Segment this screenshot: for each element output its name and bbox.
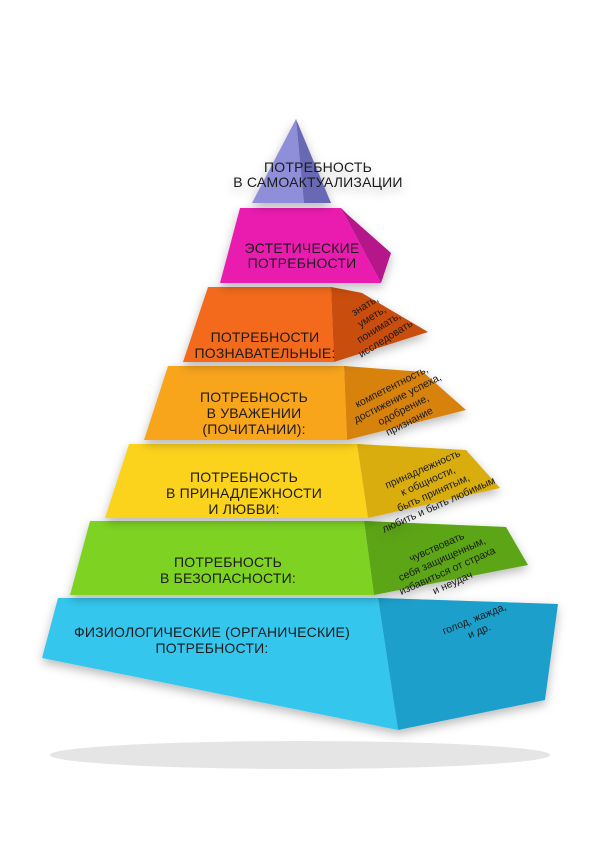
level-front-line: В САМОАКТУАЛИЗАЦИИ [233, 174, 402, 190]
level-front-line: ПОТРЕБНОСТЬ [190, 469, 298, 485]
level-side-face [331, 287, 428, 362]
level-front-face [105, 444, 368, 518]
level-front-line: (ПОЧИТАНИИ): [202, 421, 305, 437]
level-front-line: В БЕЗОПАСНОСТИ: [160, 570, 296, 586]
level-front-line: В УВАЖЕНИИ [207, 405, 302, 421]
level-physiological: ФИЗИОЛОГИЧЕСКИЕ (ОРГАНИЧЕСКИЕ)ПОТРЕБНОСТ… [42, 598, 558, 730]
level-side-face [357, 444, 500, 518]
level-front-line: ПОТРЕБНОСТЬ [174, 554, 282, 570]
level-side-face [378, 598, 558, 730]
level-side-face [341, 208, 391, 283]
pyramid-levels: ФИЗИОЛОГИЧЕСКИЕ (ОРГАНИЧЕСКИЕ)ПОТРЕБНОСТ… [42, 119, 558, 730]
level-front-line: ПОТРЕБНОСТЬ [200, 389, 308, 405]
level-front-line: ПОЗНАВАТЕЛЬНЫЕ: [195, 345, 336, 361]
level-front-face [144, 366, 347, 440]
level-front-face [183, 287, 334, 362]
level-front-line: И ЛЮБВИ: [208, 501, 279, 517]
level-front-line: В ПРИНАДЛЕЖНОСТИ [166, 485, 322, 501]
level-front-face [252, 119, 304, 203]
level-front-face [42, 598, 398, 730]
ground-shadow [50, 741, 550, 769]
level-front-line: ФИЗИОЛОГИЧЕСКИЕ (ОРГАНИЧЕСКИЕ) [74, 624, 350, 640]
level-front-line: ПОТРЕБНОСТИ [211, 329, 320, 345]
level-side-face [364, 521, 528, 595]
level-front-line: ПОТРЕБНОСТИ [248, 255, 357, 271]
level-front-face [220, 208, 381, 283]
level-side-face [344, 366, 466, 440]
level-front-line: ЭСТЕТИЧЕСКИЕ [245, 240, 360, 256]
level-front-line: ПОТРЕБНОСТЬ [264, 159, 372, 175]
level-front-line: ПОТРЕБНОСТИ: [156, 640, 269, 656]
level-side-face [296, 119, 331, 203]
level-front-face [70, 521, 374, 595]
level-front-label: ФИЗИОЛОГИЧЕСКИЕ (ОРГАНИЧЕСКИЕ)ПОТРЕБНОСТ… [74, 624, 350, 656]
